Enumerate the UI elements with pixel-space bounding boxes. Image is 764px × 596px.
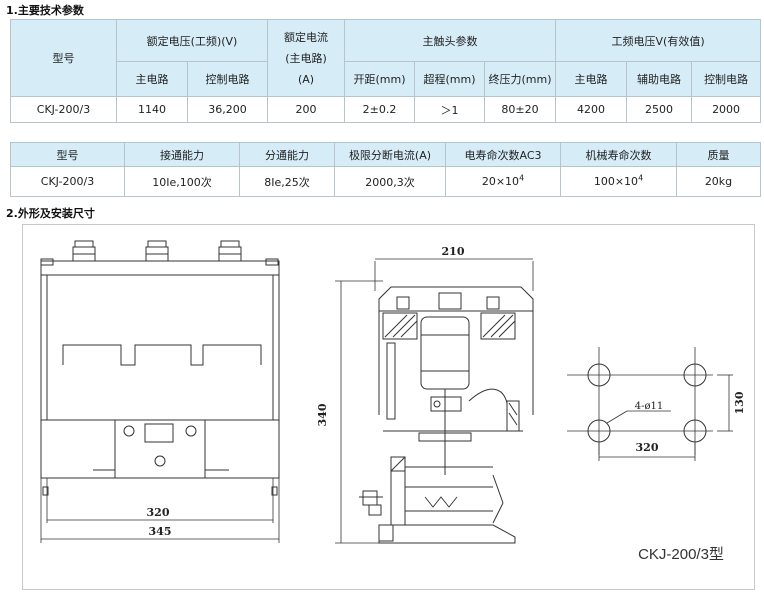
- t2-cell-limit-breaking-current: 2000,3次: [334, 166, 446, 197]
- cell-open-distance: 2±0.2: [344, 96, 416, 123]
- side-coil: [420, 316, 470, 390]
- subheader-open-distance: 开距(mm): [344, 61, 416, 97]
- subheader-overtravel: 超程(mm): [414, 61, 486, 97]
- mount-hole: [587, 363, 611, 387]
- t2-cell-electrical-life: 20×104: [445, 166, 561, 197]
- cell-main-voltage: 1140: [116, 96, 188, 123]
- specs-table-1: 型号 额定电压(工频)(V) 额定电流 (主电路) (A) 主触头参数 工频电压…: [10, 19, 762, 123]
- t2-header-electrical-life: 电寿命次数AC3: [445, 142, 561, 167]
- rated-current-line-3: (A): [297, 72, 315, 86]
- front-top-bar: [40, 260, 280, 276]
- t2-header-mechanical-life: 机械寿命次数: [560, 142, 677, 167]
- front-view: 320 345: [40, 240, 280, 543]
- side-housing: [378, 286, 534, 415]
- subheader-final-pressure: 终压力(mm): [484, 61, 557, 97]
- rated-current-line-1: 额定电流: [284, 30, 329, 44]
- mount-hole: [587, 419, 611, 443]
- t2-header-model: 型号: [10, 142, 125, 167]
- header-rated-voltage: 额定电压(工频)(V): [115, 19, 269, 62]
- t2-cell-mechanical-life: 100×104: [560, 166, 677, 197]
- header-model: 型号: [10, 19, 117, 97]
- header-rated-current: 额定电流 (主电路) (A): [267, 19, 346, 97]
- front-mechanism-plate: [114, 419, 206, 479]
- cell-overtravel: ＞1: [414, 96, 486, 123]
- cell-pf-aux: 2500: [626, 96, 693, 123]
- section-title-specs: 1.主要技术参数: [6, 4, 84, 17]
- dimension-drawing: 320 345 210 340: [22, 224, 755, 590]
- header-main-contact: 主触头参数: [344, 19, 557, 62]
- mount-hole: [683, 419, 707, 443]
- mount-hole: [683, 363, 707, 387]
- cell-rated-current: 200: [267, 96, 346, 123]
- t2-header-making-capacity: 接通能力: [124, 142, 240, 167]
- side-base: [378, 524, 516, 544]
- t2-header-breaking-capacity: 分通能力: [239, 142, 335, 167]
- cell-final-pressure: 80±20: [484, 96, 557, 123]
- t2-mechanical-life-exponent: 4: [638, 173, 644, 183]
- front-terminals: [72, 240, 242, 262]
- t2-header-limit-breaking-current: 极限分断电流(A): [334, 142, 446, 167]
- subheader-pf-control-circuit: 控制电路: [691, 61, 762, 97]
- section-title-dimensions: 2.外形及安装尺寸: [6, 207, 95, 220]
- subheader-control-circuit: 控制电路: [186, 61, 269, 97]
- cell-pf-main: 4200: [555, 96, 628, 123]
- t2-cell-mass: 20kg: [676, 166, 761, 197]
- front-dimensions: [40, 478, 280, 543]
- subheader-pf-main-circuit: 主电路: [555, 61, 628, 97]
- model-caption: CKJ-200/3型: [638, 546, 724, 563]
- dim-340: 340: [316, 403, 329, 426]
- cell-model: CKJ-200/3: [10, 96, 117, 123]
- t2-header-mass: 质量: [676, 142, 761, 167]
- subheader-pf-aux-circuit: 辅助电路: [626, 61, 693, 97]
- hole-spec-label: 4-ø11: [635, 401, 664, 412]
- subheader-main-circuit: 主电路: [116, 61, 188, 97]
- cell-pf-control: 2000: [691, 96, 762, 123]
- rated-current-line-2: (主电路): [285, 51, 327, 65]
- side-view: 210 340: [316, 245, 534, 544]
- dim-345: 345: [149, 525, 172, 538]
- front-body: [40, 274, 280, 479]
- t2-cell-making-capacity: 10Ie,100次: [124, 166, 240, 197]
- drawing-svg: 320 345 210 340: [40, 240, 746, 563]
- t2-electrical-life-exponent: 4: [519, 173, 525, 183]
- cell-control-voltage: 36,200: [186, 96, 269, 123]
- dim-210: 210: [442, 245, 465, 258]
- header-power-freq-voltage: 工频电压V(有效值): [555, 19, 762, 62]
- t2-electrical-life-base: 20×10: [481, 175, 520, 188]
- dim-130: 130: [733, 391, 746, 414]
- t2-mechanical-life-base: 100×10: [593, 175, 639, 188]
- dim-320-front: 320: [147, 506, 170, 519]
- t2-cell-breaking-capacity: 8Ie,25次: [239, 166, 335, 197]
- dim-320-mount: 320: [636, 441, 659, 454]
- t2-cell-model: CKJ-200/3: [10, 166, 125, 197]
- mounting-view: 130 320 4-ø11: [567, 347, 746, 461]
- specs-table-2: 型号 接通能力 分通能力 极限分断电流(A) 电寿命次数AC3 机械寿命次数 质…: [10, 142, 761, 197]
